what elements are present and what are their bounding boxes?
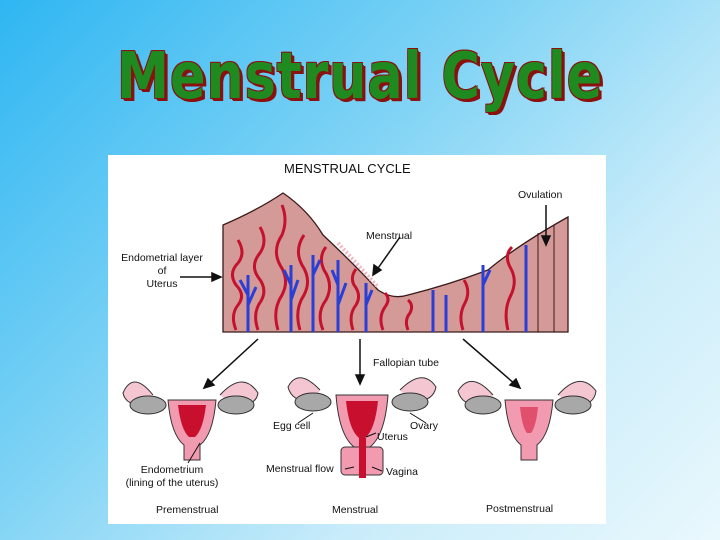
- label-fallopian-tube: Fallopian tube: [373, 357, 439, 369]
- shedding-lining: [336, 241, 380, 289]
- label-endometrium: Endometrium: [140, 464, 204, 476]
- label-endometrial-of: of: [157, 265, 167, 277]
- leader-lines: [187, 412, 427, 472]
- label-egg-cell: Egg cell: [273, 420, 311, 432]
- veins: [238, 245, 528, 332]
- diagram-artwork: [122, 192, 597, 478]
- slide-title: Menstrual Cycle: [116, 40, 604, 114]
- label-endometrial-layer: Endometrial layer: [121, 252, 203, 264]
- spiral-arteries: [231, 204, 516, 331]
- label-endometrial-uterus: Uterus: [146, 278, 178, 290]
- caption-premenstrual: Premenstrual: [156, 504, 219, 516]
- uterus-premenstrual: [122, 381, 259, 461]
- label-ovary: Ovary: [410, 420, 439, 432]
- menstrual-cycle-diagram: MENSTRUAL CYCLE Ovulation Menstrual Endo…: [108, 155, 606, 524]
- label-menstrual-top: Menstrual: [366, 230, 413, 242]
- label-endometrium-desc: (lining of the uterus): [125, 477, 219, 489]
- diagram-title: MENSTRUAL CYCLE: [284, 161, 411, 176]
- caption-postmenstrual: Postmenstrual: [486, 503, 554, 515]
- uterus-postmenstrual: [457, 381, 597, 461]
- label-ovulation: Ovulation: [518, 189, 563, 201]
- label-menstrual-flow: Menstrual flow: [266, 463, 334, 475]
- caption-menstrual: Menstrual: [332, 504, 379, 516]
- label-uterus: Uterus: [377, 431, 408, 443]
- diagram-arrows: [180, 205, 552, 390]
- label-vagina: Vagina: [386, 466, 418, 478]
